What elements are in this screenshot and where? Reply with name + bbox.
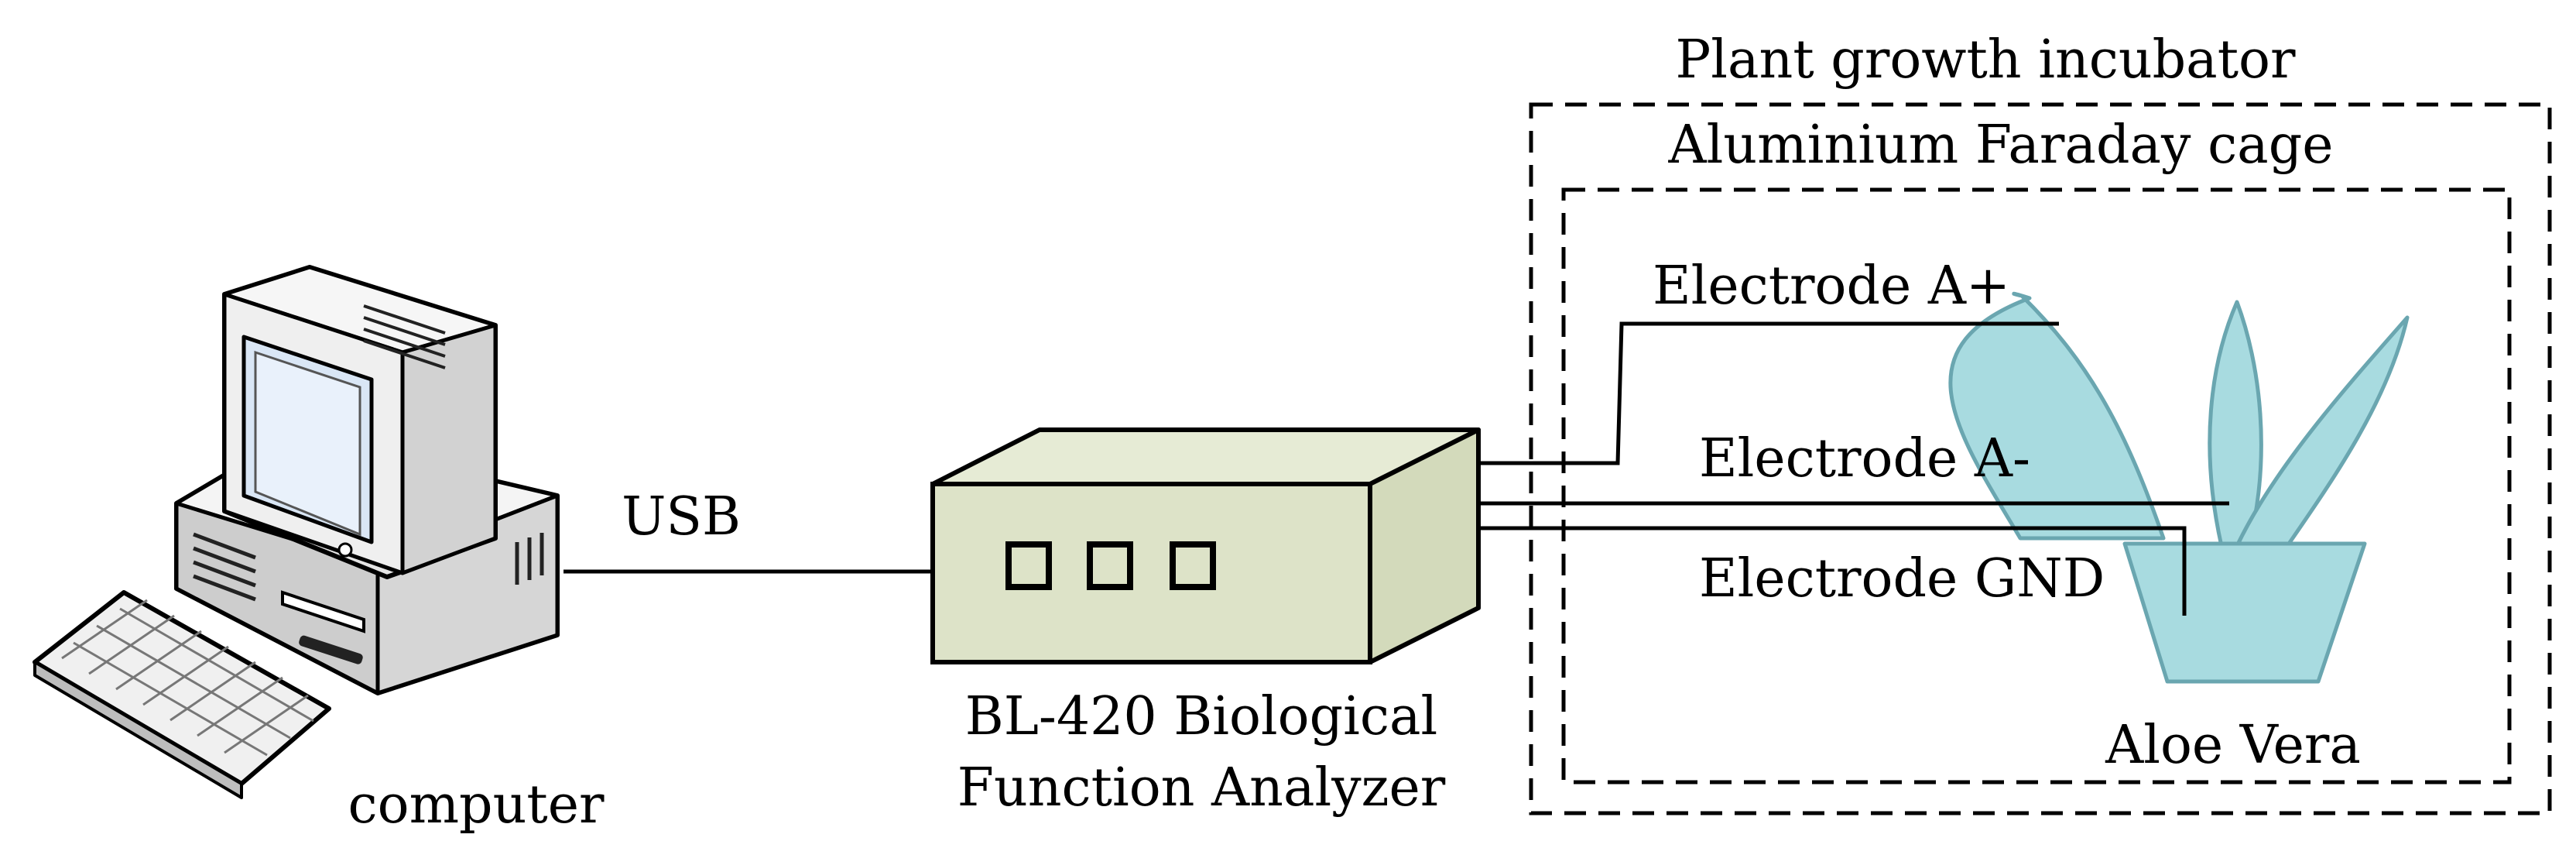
electrode-a-plus-wire [1478,321,2059,465]
analyzer-label-line1: BL-420 Biological [965,686,1438,747]
usb-label: USB [622,486,741,548]
computer-icon [174,265,560,695]
analyzer-label-line2: Function Analyzer [957,757,1446,819]
faraday-cage-boundary [1561,187,2512,784]
electrode-a-minus-label: Electrode A- [1699,428,2030,489]
electrode-gnd-wire [1478,526,2187,616]
faraday-cage-label: Aluminium Faraday cage [1668,115,2334,176]
incubator-boundary [1529,102,2552,815]
keyboard-icon [33,590,331,799]
incubator-label: Plant growth incubator [1676,29,2296,91]
electrode-gnd-label: Electrode GND [1699,548,2105,609]
analyzer-box-icon [930,427,1481,664]
computer-label: computer [348,774,605,836]
analyzer-panel-button-1 [1005,541,1052,590]
analyzer-panel-button-3 [1170,541,1216,590]
electrode-a-plus-label: Electrode A+ [1653,256,2010,317]
analyzer-panel-button-2 [1087,541,1133,590]
aloe-vera-label: Aloe Vera [2105,715,2361,776]
